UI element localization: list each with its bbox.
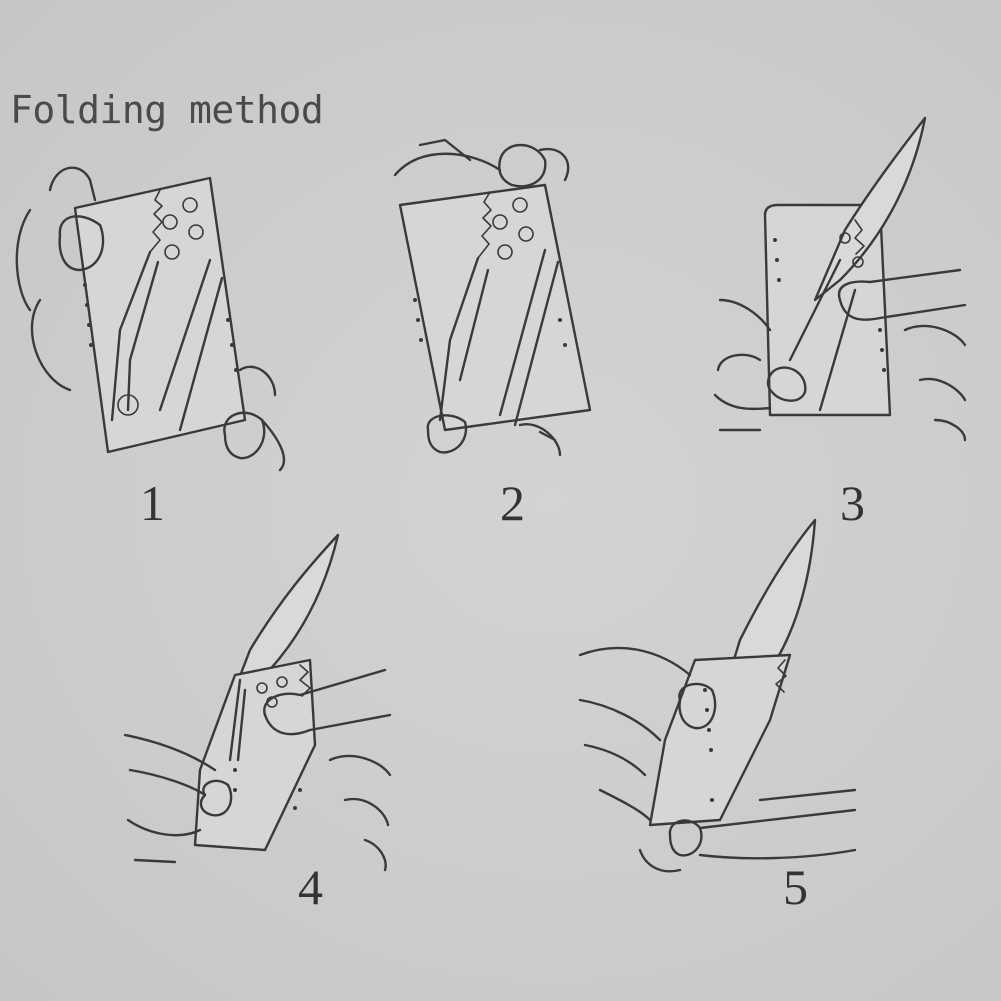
step-3-hand-left (718, 298, 772, 332)
step-5-hand-lower (668, 819, 703, 857)
step-3-blade (813, 116, 927, 302)
step-2-hand-bottom (426, 414, 468, 454)
step-1-card (73, 176, 247, 454)
step-5-hand-upper (578, 646, 692, 677)
step-2-illustration (393, 138, 592, 457)
step-4-hand-left (123, 733, 217, 772)
step-4-card (193, 658, 317, 852)
step-5-number: 5 (783, 859, 808, 915)
step-1-hole (182, 197, 198, 213)
step-1-blade-edge (110, 250, 152, 422)
step-5-illustration (578, 518, 857, 873)
step-4-illustration (123, 533, 392, 872)
step-2-card (398, 183, 592, 432)
diagram-title: Folding method (10, 88, 324, 132)
step-3-number: 3 (840, 475, 865, 531)
step-4-number: 4 (298, 859, 323, 915)
step-3-hand-right (837, 268, 962, 302)
step-1-hand-left (48, 166, 97, 202)
step-1-hand-right (223, 411, 266, 460)
step-1-serration (149, 189, 163, 253)
step-1-illustration (15, 166, 286, 472)
step-2-number: 2 (500, 475, 525, 531)
step-3-illustration (713, 116, 967, 442)
step-5-card (648, 653, 792, 827)
step-1-number: 1 (140, 475, 165, 531)
step-2-hand-top (393, 152, 502, 177)
step-4-hand-right (263, 668, 387, 717)
